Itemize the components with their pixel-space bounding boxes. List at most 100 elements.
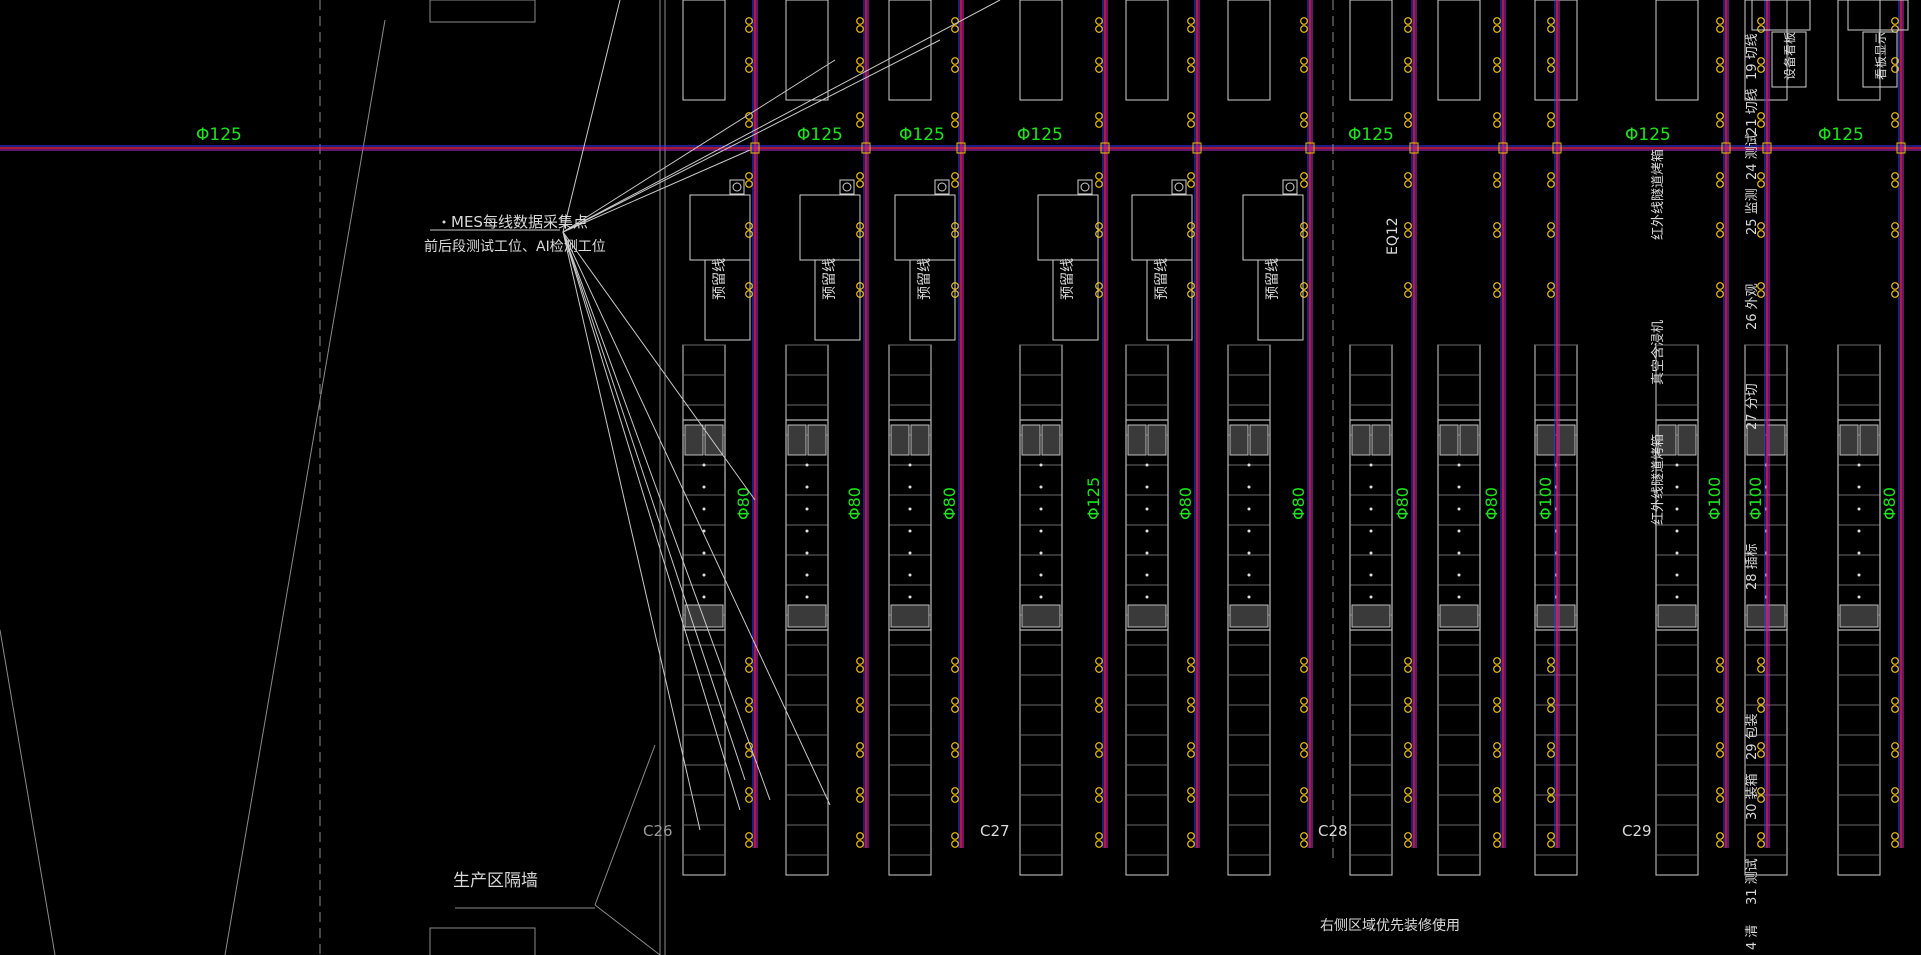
valve-node: [856, 665, 864, 673]
valve-node: [1547, 795, 1555, 803]
valve-node: [1493, 120, 1501, 128]
vacuum-label: 真空含浸机: [1650, 320, 1666, 385]
valve-node: [745, 65, 753, 73]
valve-node: [1891, 65, 1899, 73]
valve-node: [1757, 787, 1765, 795]
valve-node: [951, 742, 959, 750]
valve-node: [1187, 222, 1195, 230]
valve-node: [1300, 222, 1308, 230]
valve-node: [1547, 180, 1555, 188]
valve-node: [745, 697, 753, 705]
valve-node: [1095, 180, 1103, 188]
branch-pipe-label: Φ80: [1176, 487, 1195, 520]
valve-node: [1716, 172, 1724, 180]
valve-node: [1493, 832, 1501, 840]
reserved-station-label: 预留线: [1265, 258, 1281, 300]
valve-node: [951, 840, 959, 848]
valve-node: [1493, 230, 1501, 238]
valve-node: [1757, 290, 1765, 298]
valve-node: [1300, 705, 1308, 713]
valve-node: [1716, 112, 1724, 120]
valve-node: [1891, 657, 1899, 665]
reserved-station: 预留线: [799, 179, 861, 341]
valve-node: [1404, 750, 1412, 758]
valve-node: [1547, 172, 1555, 180]
valve-node: [1300, 657, 1308, 665]
valve-node: [951, 697, 959, 705]
valve-node: [1404, 832, 1412, 840]
valve-node: [1716, 282, 1724, 290]
valve-node: [1404, 840, 1412, 848]
valve-node: [951, 112, 959, 120]
valve-node: [1891, 17, 1899, 25]
valve-node: [1891, 180, 1899, 188]
valve-node: [1300, 750, 1308, 758]
valve-node: [1547, 290, 1555, 298]
valve-node: [1300, 172, 1308, 180]
valve-node: [1095, 832, 1103, 840]
reserved-station: 预留线: [1037, 179, 1099, 341]
valve-node: [1493, 657, 1501, 665]
valve-node: [1404, 120, 1412, 128]
valve-node: [856, 742, 864, 750]
valve-node: [856, 657, 864, 665]
valve-node: [1891, 230, 1899, 238]
valve-node: [1716, 120, 1724, 128]
valve-node: [1716, 840, 1724, 848]
right-station-label: 25 监测: [1745, 188, 1760, 235]
valve-node: [951, 17, 959, 25]
main-pipe-label: Φ125: [1818, 125, 1864, 145]
valve-node: [1300, 795, 1308, 803]
valve-node: [1493, 787, 1501, 795]
branch-pipe-label: Φ100: [1536, 477, 1555, 520]
branch-pipe-label: Φ100: [1705, 477, 1724, 520]
production-line: Φ80: [785, 0, 871, 876]
valve-node: [1404, 180, 1412, 188]
right-station-label: 30 装箱: [1744, 773, 1760, 820]
ir-tunnel-label-1: 红外线隧道烤箱: [1650, 149, 1666, 240]
valve-node: [1493, 17, 1501, 25]
valve-node: [1716, 665, 1724, 673]
valve-node: [951, 832, 959, 840]
valve-node: [1095, 17, 1103, 25]
valve-node: [1493, 282, 1501, 290]
valve-node: [1300, 65, 1308, 73]
valve-node: [745, 290, 753, 298]
valve-node: [1300, 57, 1308, 65]
valve-node: [745, 222, 753, 230]
valve-node: [1757, 57, 1765, 65]
valve-node: [1404, 57, 1412, 65]
valve-node: [1547, 17, 1555, 25]
valve-node: [1757, 25, 1765, 33]
valve-node: [951, 57, 959, 65]
valve-node: [1493, 112, 1501, 120]
valve-node: [1187, 282, 1195, 290]
valve-node: [745, 832, 753, 840]
right-panel-1: 设备看板: [1783, 32, 1797, 80]
valve-node: [1404, 112, 1412, 120]
valve-node: [1757, 222, 1765, 230]
valve-node: [1891, 57, 1899, 65]
valve-node: [1187, 112, 1195, 120]
valve-node: [1300, 665, 1308, 673]
valve-node: [1095, 750, 1103, 758]
valve-node: [856, 787, 864, 795]
valve-node: [1493, 840, 1501, 848]
production-line: Φ125: [1019, 0, 1110, 876]
valve-node: [745, 17, 753, 25]
reserved-station: 预留线: [1242, 179, 1304, 341]
valve-node: [1493, 222, 1501, 230]
valve-node: [1493, 25, 1501, 33]
valve-node: [1095, 795, 1103, 803]
valve-node: [1187, 120, 1195, 128]
valve-node: [856, 180, 864, 188]
valve-node: [1300, 832, 1308, 840]
branch-pipe-label: Φ80: [1289, 487, 1308, 520]
valve-node: [1493, 172, 1501, 180]
valve-node: [1187, 290, 1195, 298]
left-boundary-lines: [0, 0, 666, 955]
right-station-label: 21 切线: [1745, 88, 1760, 135]
column-label-c28: C28: [1318, 822, 1348, 840]
reserved-station: 预留线: [1131, 179, 1193, 341]
valve-node: [1300, 282, 1308, 290]
